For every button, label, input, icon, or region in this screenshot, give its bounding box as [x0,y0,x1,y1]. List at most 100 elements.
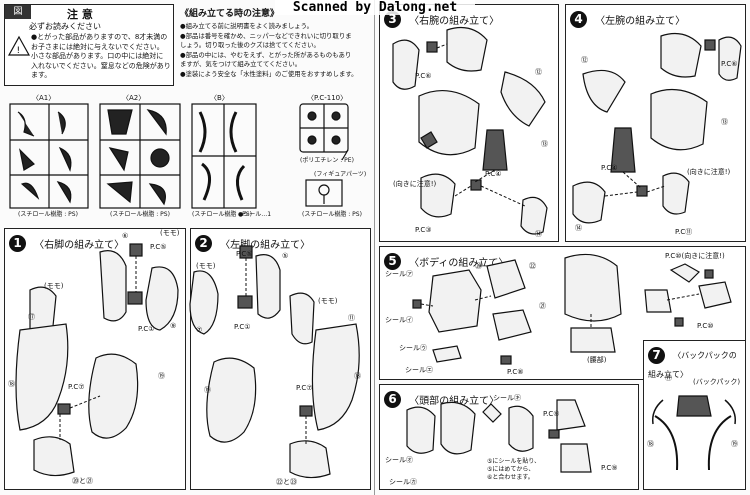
step2-label-11: ⑪ [348,314,355,322]
step5-label-pc10: P.C⑩ [697,322,714,330]
step5-label-21: ㉑ [539,302,546,310]
runner-pc [299,103,349,207]
step1-label-momo-left: (モモ) [44,282,64,290]
runner-pc-label: 〈P.C-110〉 [307,94,348,102]
runner-a1-material: (スチロール樹脂 : PS) [18,211,78,218]
step7-label-17: ⑰ [665,374,672,382]
figure-parts-label: (フィギュアパーツ) [314,171,367,178]
step4-label-12: ⑫ [581,56,588,64]
step6-label-seal-g: シール㋖ [493,394,521,402]
sticker-count: ●シール…1 [238,211,272,218]
step2-number: 2 [195,235,212,252]
step3-label-13: ⑬ [541,140,548,148]
step5-label-pc10-top: P.C⑩(向きに注意!) [665,252,725,260]
step3-label-12: ⑫ [535,68,542,76]
step1-label-pc1: P.C① [138,325,155,333]
step7-label-18: ⑱ [647,440,654,448]
left-page: 図 注 意 必ずお読みください ! ●とがった部品がありますので、8才未満の お… [4,0,375,495]
step3-number: 3 [384,11,401,28]
leg-assembly-diagrams [15,243,360,479]
notes-title: 《組み立てる時の注意》 [180,9,280,19]
step6-note-line3: ⑥と合わせます。 [487,474,534,481]
step5-label-seal-a: シール㋐ [385,270,413,278]
step6-label-pc9: P.C⑨ [601,464,618,472]
step2-label-7: ⑦ [196,326,203,334]
step3-label-pc4: P.C④ [485,170,502,178]
step7-header: 7 〈バックパックの組み立て〉 [648,345,744,383]
step2-label-momo-right: (モモ) [318,297,338,305]
svg-text:!: ! [17,46,21,56]
step6-label-seal-f: シール㋕ [389,478,417,486]
step5-label-seal-d: シール㋓ [405,366,433,374]
step5-label-seal-b: シール㋑ [385,316,413,324]
right-arm-drawing [392,27,548,235]
step2-label-pc1: P.C① [234,323,251,331]
runner-a2-label: 〈A2〉 [122,94,146,102]
caution-title: 注 意 [67,8,93,21]
head-drawing [406,399,592,473]
caution-corner-badge: 図 [5,5,31,19]
step5-label-seal-c: シール㋒ [399,344,427,352]
runner-pc-material: (ポリエチレン : PE) [300,157,354,164]
step6-note-line1: ⑤にシールを貼り、 [487,458,541,465]
step2-label-18: ⑱ [354,372,361,380]
step6-number: 6 [384,391,401,408]
step4-title: 〈左腕の組み立て〉 [595,16,686,27]
caution-subtitle: 必ずお読みください [29,22,101,31]
step1-label-pc5: P.C⑤ [150,243,167,251]
step6-label-pc9-top: P.C⑨ [543,410,560,418]
step2-header: 2 〈左脚の組み立て〉 [195,233,310,252]
step5-number: 5 [384,253,401,270]
step4-label-pc6: P.C⑥ [721,60,738,68]
caution-text: ●とがった部品がありますので、8才未満の お子さまには絶対に与えないでください。… [31,33,171,79]
step2-label-pc5: P.C⑤ [236,250,253,258]
step1-label-20-21: ⑳と㉑ [72,477,93,485]
step1-label-6: ⑥ [122,232,129,240]
step3-header: 3 〈右腕の組み立て〉 [384,9,499,28]
step1-label-18: ⑱ [8,380,15,388]
runner-a2-material: (スチロール樹脂 : PS) [110,211,170,218]
runner-diagrams [9,103,349,209]
right-leg-drawing [15,243,179,477]
runner-b-label: 〈B〉 [210,94,229,102]
step2-label-pc7: P.C⑦ [296,384,313,392]
step1-header: 1 〈右脚の組み立て〉 [9,233,124,252]
step5-title: 〈ボディの組み立て〉 [409,258,509,269]
step7-label-backpack: (バックパック) [693,378,741,386]
step1-label-momo-top: (モモ) [160,229,180,237]
runner-a2 [99,103,181,209]
step4-header: 4 〈左腕の組み立て〉 [570,9,685,28]
left-arm-drawing [572,33,742,224]
arm-body-assembly-diagrams [392,27,742,473]
step4-label-pc11: P.C⑪ [675,228,693,236]
runner-b [191,103,257,209]
backpack-drawing [651,395,737,471]
step4-number: 4 [570,11,587,28]
runner-a1 [9,103,89,209]
caution-box: 図 注 意 必ずお読みください ! ●とがった部品がありますので、8才未満の お… [4,4,174,86]
step2-label-22-23: ㉒と㉓ [276,478,297,486]
step2-label-5: ⑤ [282,252,289,260]
left-leg-drawing [189,245,360,479]
step1-title: 〈右脚の組み立て〉 [34,240,125,251]
step3-label-orientation: (向きに注意!) [393,180,437,188]
step6-note-line2: ⑤にはめてから、 [487,466,535,473]
step1-number: 1 [9,235,26,252]
step6-label-seal-e: シール㋔ [385,456,413,464]
warning-triangle-icon: ! [7,35,31,56]
step5-label-pc8: P.C⑧ [507,368,524,376]
step1-label-17: ⑰ [28,313,35,321]
step4-label-pc4: P.C④ [601,164,618,172]
step2-label-momo-left: (モモ) [196,262,216,270]
step6-header: 6 〈頭部の組み立て〉 [384,389,499,408]
step3-label-pc6: P.C⑥ [415,72,432,80]
step3-label-pc3: P.C③ [415,226,432,234]
step4-label-14: ⑭ [575,224,582,232]
step5-label-waist: (腰部) [587,356,607,364]
step7-label-19: ⑲ [731,440,738,448]
step1-label-19: ⑲ [158,372,165,380]
step5-label-22: ㉒ [529,262,536,270]
step1-label-9: ⑨ [170,322,177,330]
body-drawing [412,253,732,365]
right-page: 3 〈右腕の組み立て〉 4 〈左腕の組み立て〉 5 〈ボディの組み立て〉 6 〈… [375,0,750,495]
